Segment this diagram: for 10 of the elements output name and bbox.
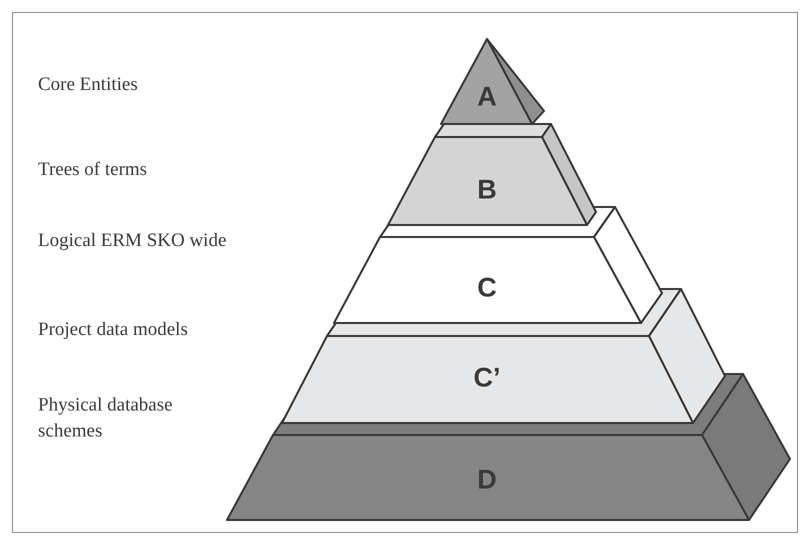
tier-label: Core Entities [38,73,139,98]
tier-letter: D [477,466,497,494]
tier-label: Physical database schemes [38,393,174,443]
tier-label: Logical ERM SKO wide [38,229,228,254]
tier-letter: C’ [474,364,500,392]
tier-letter: C [477,274,497,302]
tier-label: Trees of terms [38,158,148,182]
tier-label: Project data models [38,318,189,342]
tier-letter: A [477,84,497,110]
tier-letter: B [477,176,497,204]
